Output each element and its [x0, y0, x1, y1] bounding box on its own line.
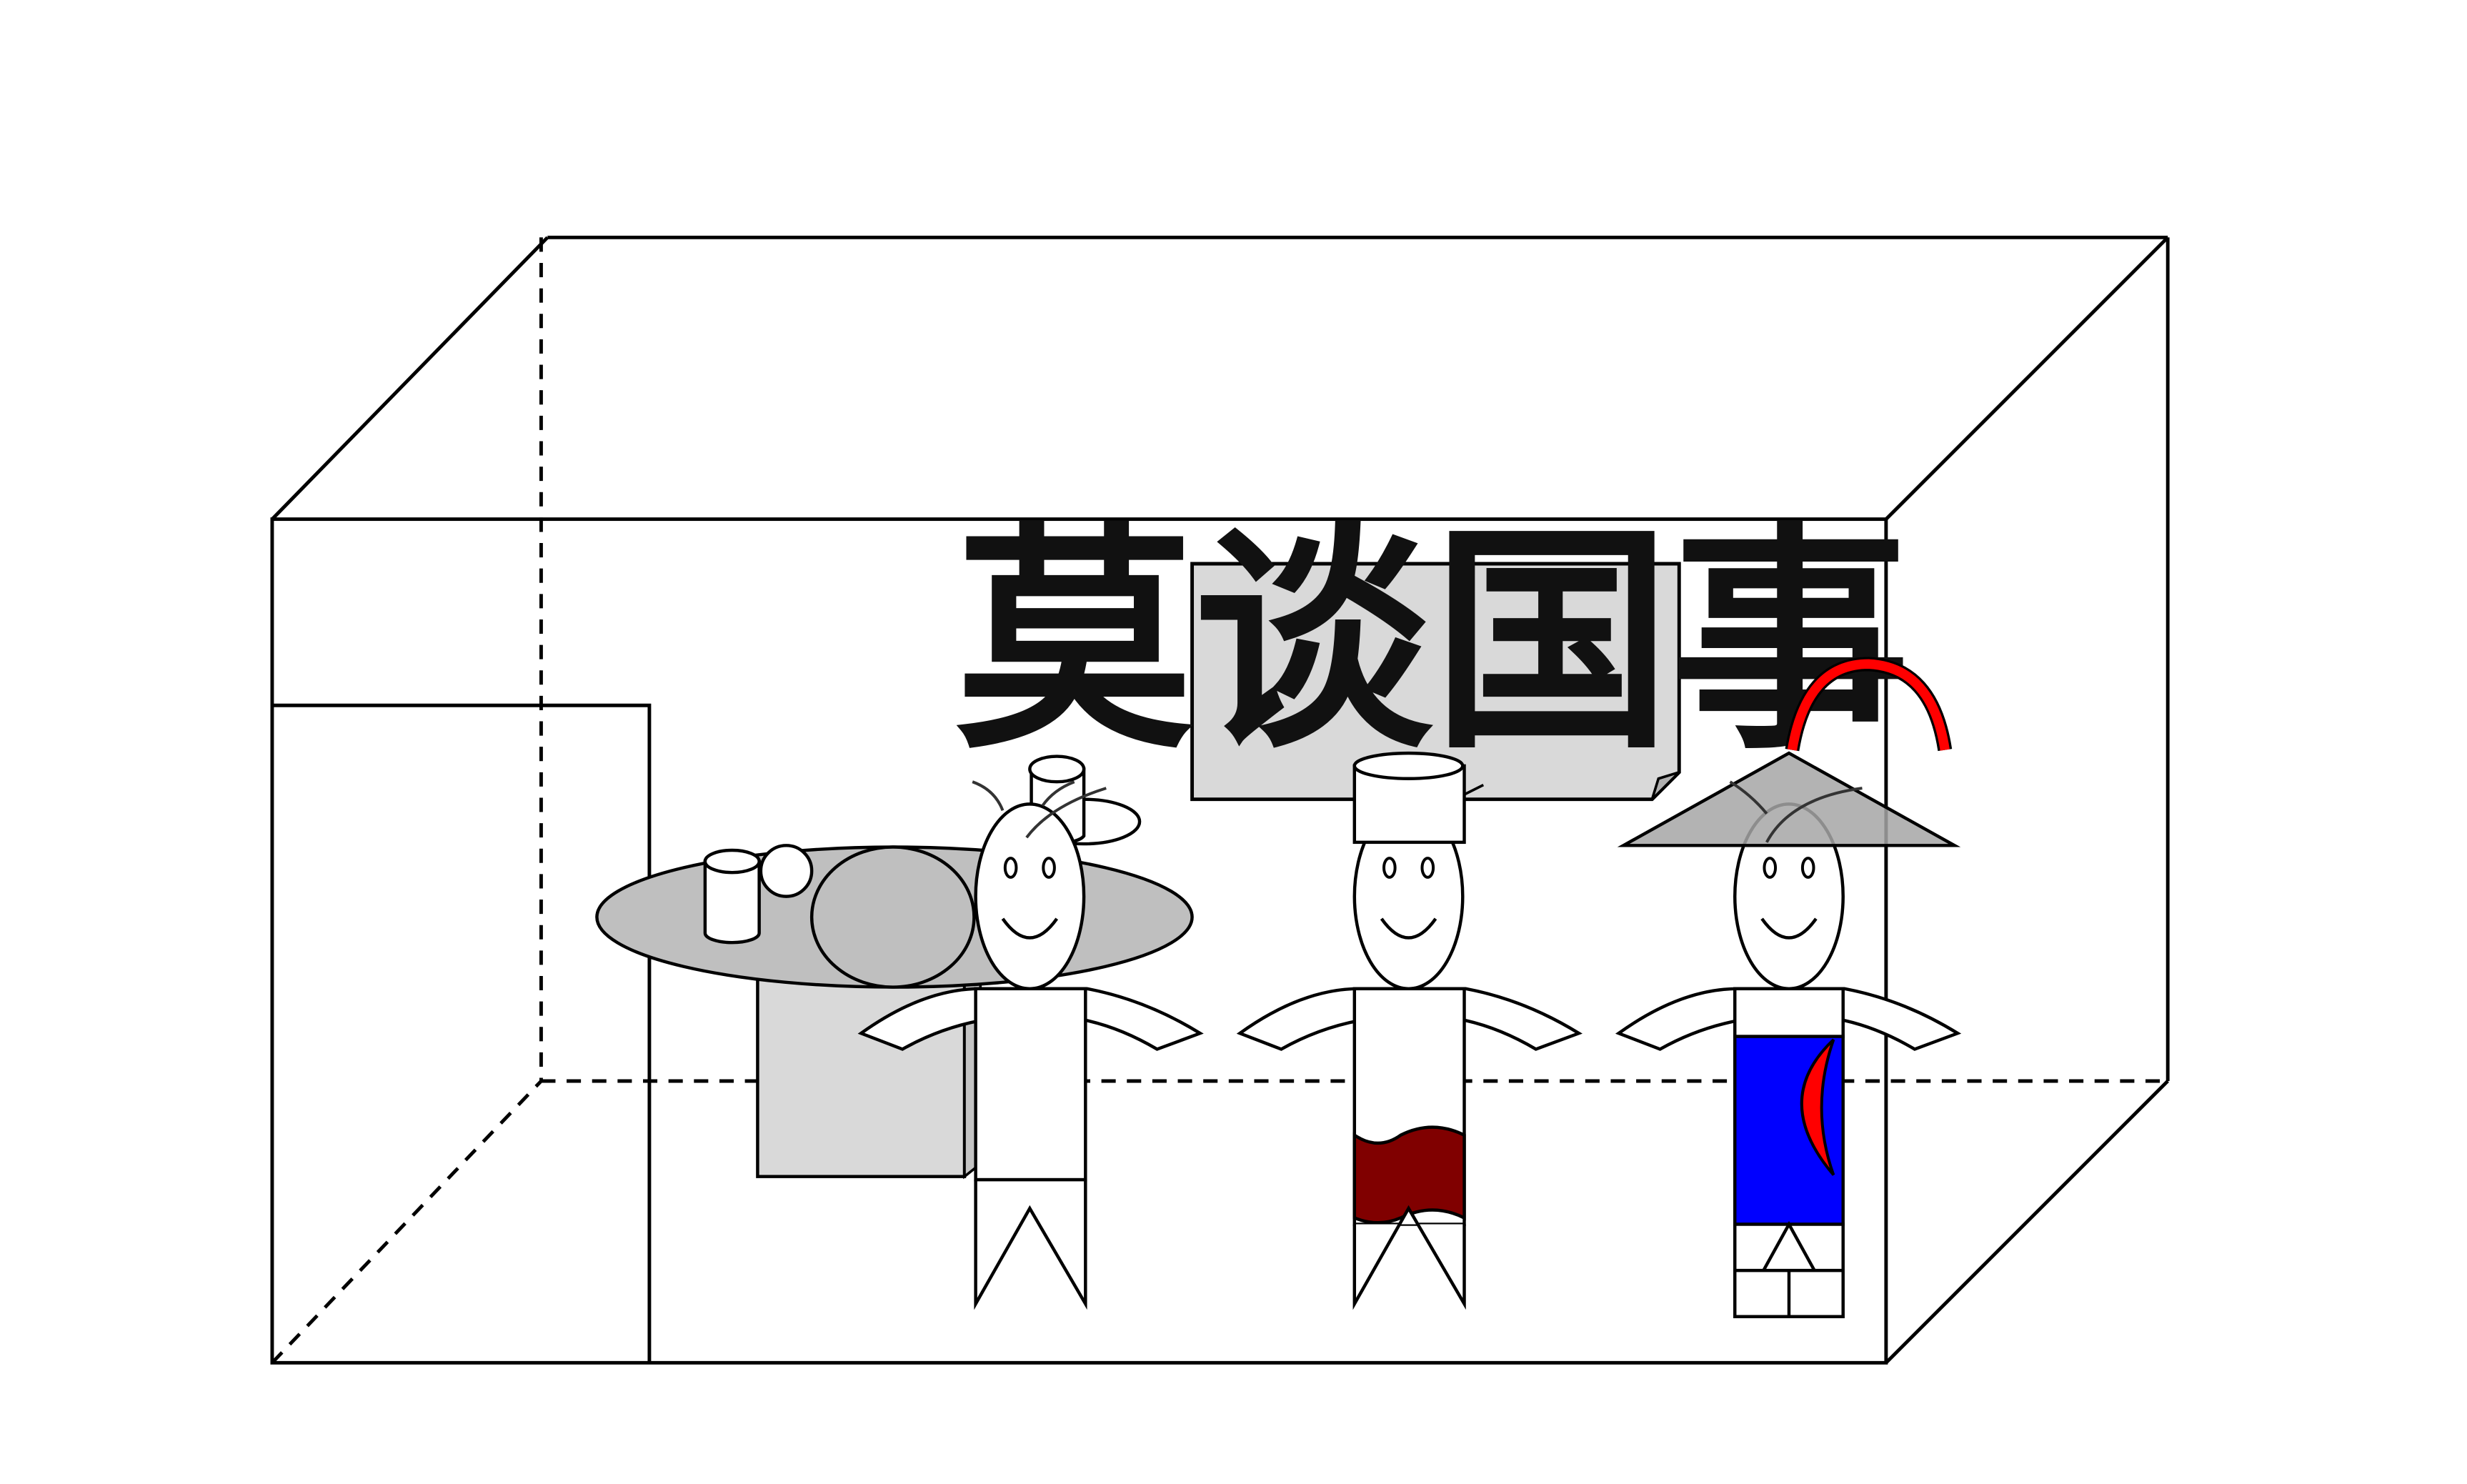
- legs: [1352, 1205, 1466, 1310]
- room-box: [270, 235, 2170, 1365]
- crescent-pattern-icon: [1800, 1038, 1835, 1176]
- torso: [974, 987, 1087, 1182]
- sash: [1352, 1125, 1466, 1225]
- legs: [974, 1180, 1087, 1310]
- room-front-face: [270, 517, 1888, 1365]
- conical-hat-icon: [1617, 657, 1961, 847]
- torso: [1733, 987, 1845, 1038]
- teacup-icon: [703, 848, 761, 945]
- plate-icon: [809, 845, 976, 989]
- wall-sign: 莫谈国事: [955, 503, 1910, 802]
- hair: [972, 780, 1107, 839]
- face: [974, 802, 1086, 991]
- teapot-lid-icon: [759, 844, 814, 898]
- hidden-edge: [271, 1080, 543, 1365]
- sign-text: 莫谈国事: [955, 503, 1910, 781]
- cylinder-hat-icon: [1352, 751, 1485, 845]
- sign-curl-corner: [1650, 771, 1680, 800]
- stick-figure-icon: [1615, 657, 1962, 1318]
- hair: [1729, 780, 1863, 843]
- doorway: [271, 703, 652, 1363]
- stick-figure-icon: [1236, 751, 1583, 1310]
- stick-figure-icon: [857, 755, 1204, 1310]
